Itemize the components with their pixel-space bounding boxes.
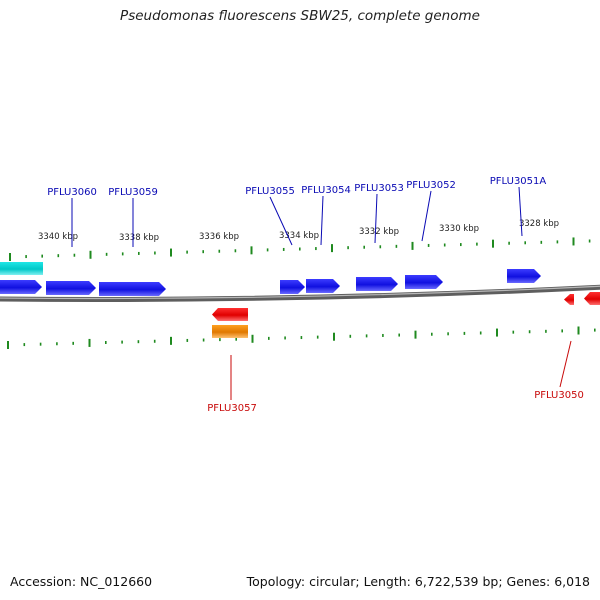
forward-gene-arrow	[99, 282, 166, 296]
forward-gene-arrow	[356, 277, 398, 291]
forward-gene-arrow	[306, 279, 340, 293]
scale-label: 3340 kbp	[38, 232, 78, 242]
genome-backbone	[0, 284, 600, 302]
gene-label: PFLU3054	[301, 185, 351, 196]
reverse-gene-arrow	[584, 292, 600, 305]
scale-label: 3338 kbp	[119, 233, 159, 243]
gene-leader-line	[518, 186, 523, 237]
forward-gene-arrow	[405, 275, 443, 289]
gene-label: PFLU3053	[354, 183, 404, 194]
scale-label: 3330 kbp	[439, 224, 479, 234]
gene-leader-line	[320, 195, 324, 246]
scale-label: 3328 kbp	[519, 219, 559, 229]
gene-label: PFLU3060	[47, 187, 97, 198]
partial-gene-bar	[0, 262, 43, 275]
scale-label: 3332 kbp	[359, 227, 399, 237]
forward-gene-arrow	[280, 280, 305, 294]
gene-leader-line	[559, 340, 572, 388]
forward-gene-arrow	[507, 269, 541, 283]
gene-label: PFLU3055	[245, 186, 295, 197]
gene-leader-line	[421, 190, 432, 242]
gene-label: PFLU3051A	[490, 176, 547, 187]
scale-label: 3334 kbp	[279, 231, 319, 241]
scale-label: 3336 kbp	[199, 232, 239, 242]
gene-label: PFLU3050	[534, 390, 584, 401]
gene-label: PFLU3052	[406, 180, 456, 191]
gene-leader-line	[269, 196, 293, 246]
genome-title: Pseudomonas fluorescens SBW25, complete …	[120, 8, 480, 24]
reverse-gene-arrow	[564, 294, 574, 305]
forward-gene-arrow	[46, 281, 96, 295]
gene-label: PFLU3057	[207, 403, 257, 414]
genome-backbone-highlight	[0, 285, 600, 300]
gene-leader-line	[374, 193, 378, 244]
reverse-gene-arrow	[212, 308, 248, 321]
reverse-rna-gene-bar	[212, 325, 248, 338]
accession-text: Accession: NC_012660	[10, 574, 153, 589]
forward-gene-arrow	[0, 280, 42, 294]
gene-label: PFLU3059	[108, 187, 158, 198]
genome-summary-text: Topology: circular; Length: 6,722,539 bp…	[246, 574, 590, 589]
